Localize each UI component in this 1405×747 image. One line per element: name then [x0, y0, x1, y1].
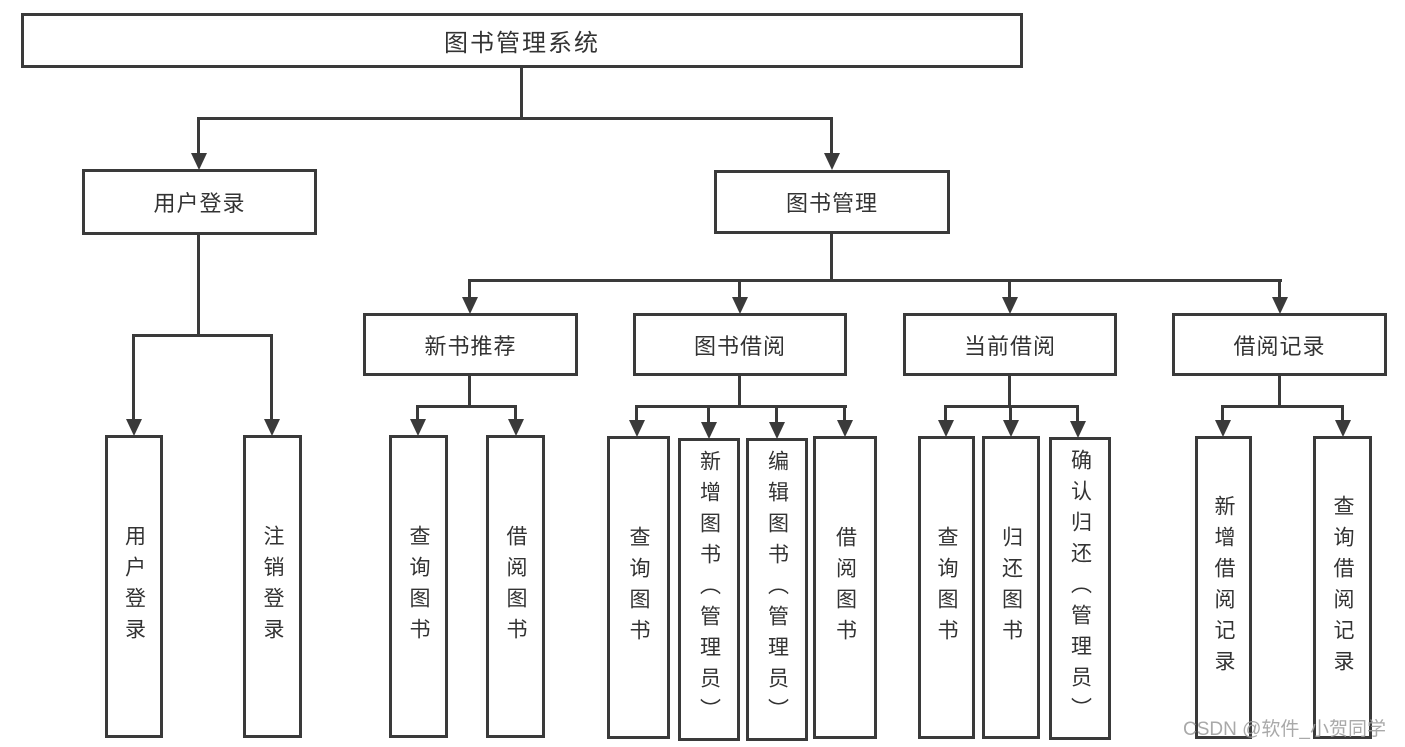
leaf-borrow-books-recommend: 借阅图书 — [486, 435, 545, 738]
connector-currentborrow-stem — [1008, 376, 1011, 407]
connector-bookborrow-stem — [738, 376, 741, 407]
node-book-management: 图书管理 — [714, 170, 950, 234]
leaf-edit-book-admin: 编辑图书（管理员） — [746, 438, 808, 741]
connector-root-split — [197, 117, 833, 120]
leaf-query-books-borrow-label: 查询图书 — [627, 525, 650, 650]
connector-login-split — [132, 334, 273, 337]
connector-to-records-stem — [1278, 279, 1281, 301]
arrowhead-to-leaf-confirm-return-admin — [1070, 421, 1086, 438]
arrowhead-to-borrow-records — [1272, 297, 1288, 314]
connector-login-leaf2-stem — [270, 334, 273, 422]
leaf-query-books-recommend: 查询图书 — [389, 435, 448, 738]
arrowhead-to-leaf-query-books-recommend — [410, 419, 426, 436]
connector-g5-leaf1-stem — [1221, 405, 1224, 422]
leaf-query-borrow-record: 查询借阅记录 — [1313, 436, 1372, 739]
leaf-confirm-return-admin-label: 确认归还（管理员） — [1068, 449, 1092, 728]
node-book-borrow-label: 图书借阅 — [693, 333, 786, 359]
arrowhead-to-leaf-edit-book-admin — [769, 422, 785, 439]
leaf-confirm-return-admin: 确认归还（管理员） — [1049, 437, 1111, 740]
leaf-query-borrow-record-label: 查询借阅记录 — [1331, 494, 1354, 681]
connector-records-stem — [1278, 376, 1281, 407]
leaf-add-borrow-record-label: 新增借阅记录 — [1212, 494, 1235, 681]
leaf-user-login: 用户登录 — [105, 435, 163, 738]
connector-g2-leaf2-stem — [514, 405, 517, 422]
node-borrow-records: 借阅记录 — [1172, 313, 1387, 376]
arrowhead-to-user-login — [191, 153, 207, 170]
connector-g3-leaf2-stem — [707, 405, 710, 422]
node-root-system: 图书管理系统 — [21, 13, 1023, 68]
node-root-system-label: 图书管理系统 — [444, 30, 600, 57]
connector-g2-leaf1-stem — [416, 405, 419, 422]
connector-login-stem — [197, 235, 200, 335]
leaf-logout-label: 注销登录 — [261, 524, 284, 649]
leaf-user-login-label: 用户登录 — [122, 524, 146, 649]
arrowhead-to-leaf-borrow-books-recommend — [508, 419, 524, 436]
leaf-query-books-current-label: 查询图书 — [935, 525, 958, 650]
leaf-query-books-current: 查询图书 — [918, 436, 975, 739]
connector-login-leaf1-stem — [132, 334, 135, 422]
arrowhead-to-leaf-query-borrow-record — [1335, 420, 1351, 437]
leaf-borrow-books-label: 借阅图书 — [833, 525, 857, 650]
connector-newbook-stem — [468, 376, 471, 407]
node-current-borrow-label: 当前借阅 — [963, 333, 1056, 359]
leaf-query-books-borrow: 查询图书 — [607, 436, 670, 739]
connector-to-newbook-stem — [468, 279, 471, 301]
leaf-add-book-admin-label: 新增图书（管理员） — [697, 450, 721, 729]
arrowhead-to-current-borrow — [1002, 297, 1018, 314]
arrowhead-to-book-borrow — [732, 297, 748, 314]
leaf-query-books-recommend-label: 查询图书 — [407, 524, 430, 649]
node-new-book-recommend: 新书推荐 — [363, 313, 578, 376]
connector-bookborrow-split — [635, 405, 847, 408]
leaf-logout: 注销登录 — [243, 435, 302, 738]
connector-g3-leaf4-stem — [843, 405, 846, 422]
arrowhead-to-leaf-query-books-current — [938, 420, 954, 437]
arrowhead-to-leaf-return-book — [1003, 420, 1019, 437]
connector-root-to-login-stem — [197, 117, 200, 157]
connector-g4-leaf2-stem — [1009, 405, 1012, 422]
node-user-login: 用户登录 — [82, 169, 317, 235]
connector-g4-leaf3-stem — [1076, 405, 1079, 422]
leaf-add-borrow-record: 新增借阅记录 — [1195, 436, 1252, 739]
connector-manage-stem — [830, 234, 833, 280]
leaf-return-book-label: 归还图书 — [999, 525, 1023, 650]
watermark-text: CSDN @软件_小贺同学 — [1183, 719, 1386, 740]
node-current-borrow: 当前借阅 — [903, 313, 1117, 376]
node-book-management-label: 图书管理 — [785, 191, 878, 216]
connector-g5-leaf2-stem — [1341, 405, 1344, 422]
node-user-login-label: 用户登录 — [153, 191, 246, 216]
connector-g3-leaf1-stem — [635, 405, 638, 422]
node-new-book-recommend-label: 新书推荐 — [424, 333, 517, 359]
arrowhead-to-new-book-recommend — [462, 297, 478, 314]
arrowhead-to-leaf-add-borrow-record — [1215, 420, 1231, 437]
connector-manage-split — [468, 279, 1282, 282]
leaf-borrow-books: 借阅图书 — [813, 436, 877, 739]
connector-records-split — [1221, 405, 1343, 408]
arrowhead-to-leaf-logout — [264, 419, 280, 436]
leaf-borrow-books-recommend-label: 借阅图书 — [504, 524, 527, 649]
connector-to-borrow-stem — [738, 279, 741, 301]
connector-root-to-manage-stem — [830, 117, 833, 157]
arrowhead-to-leaf-add-book-admin — [701, 422, 717, 439]
arrowhead-to-leaf-query-books-borrow — [629, 420, 645, 437]
connector-newbook-split — [416, 405, 517, 408]
leaf-add-book-admin: 新增图书（管理员） — [678, 438, 740, 741]
connector-to-current-stem — [1008, 279, 1011, 301]
leaf-edit-book-admin-label: 编辑图书（管理员） — [765, 450, 789, 729]
arrowhead-to-leaf-user-login — [126, 419, 142, 436]
connector-g3-leaf3-stem — [775, 405, 778, 422]
connector-g4-leaf1-stem — [944, 405, 947, 422]
arrowhead-to-book-management — [824, 153, 840, 170]
arrowhead-to-leaf-borrow-books — [837, 420, 853, 437]
connector-root-stem — [520, 68, 523, 118]
node-book-borrow: 图书借阅 — [633, 313, 847, 376]
node-borrow-records-label: 借阅记录 — [1233, 333, 1326, 359]
leaf-return-book: 归还图书 — [982, 436, 1040, 739]
